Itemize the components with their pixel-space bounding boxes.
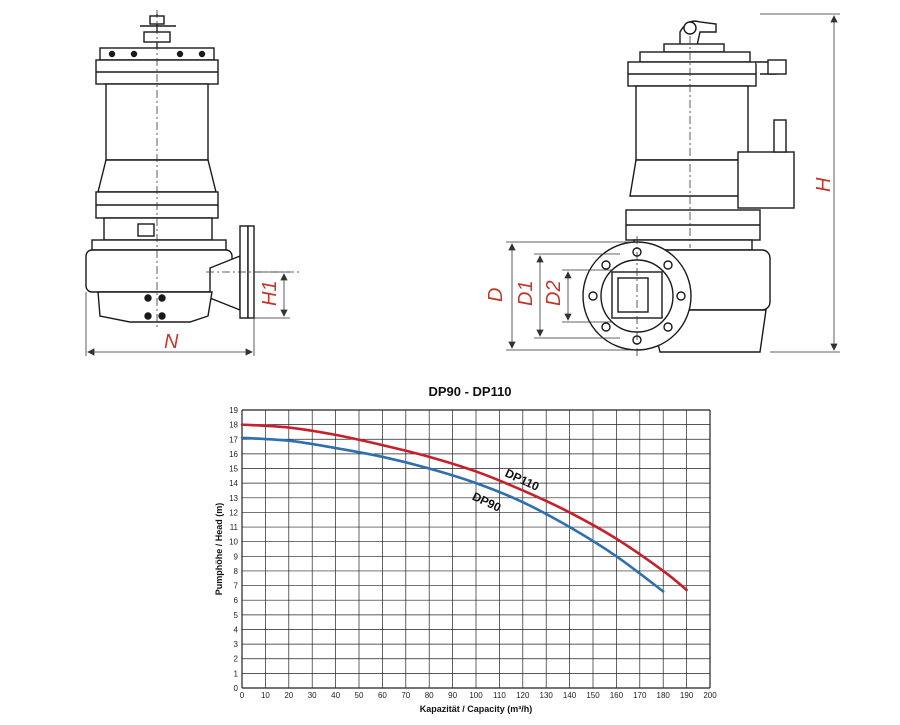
y-tick-label: 10 <box>229 538 238 547</box>
y-tick-label: 17 <box>229 435 238 444</box>
dim-label-n: N <box>164 331 179 353</box>
x-tick-label: 80 <box>425 691 434 700</box>
dimension-lines-right <box>506 13 840 353</box>
y-tick-label: 9 <box>234 552 239 561</box>
x-tick-label: 200 <box>703 691 717 700</box>
x-tick-label: 70 <box>401 691 410 700</box>
series-line-dp110 <box>240 423 688 592</box>
x-axis-label: Kapazität / Capacity (m³/h) <box>420 704 533 714</box>
y-tick-label: 2 <box>234 655 239 664</box>
x-tick-label: 150 <box>586 691 600 700</box>
pump-side-view <box>582 20 795 353</box>
dim-label-h: H <box>813 177 835 192</box>
y-tick-label: 1 <box>234 669 239 678</box>
x-tick-label: 120 <box>516 691 530 700</box>
x-tick-label: 110 <box>493 691 506 700</box>
x-tick-label: 140 <box>563 691 577 700</box>
series-label-dp90: DP90 <box>470 489 503 515</box>
x-tick-label: 50 <box>355 691 364 700</box>
x-tick-label: 170 <box>633 691 647 700</box>
y-tick-label: 16 <box>229 450 238 459</box>
y-tick-label: 5 <box>234 611 239 620</box>
dimension-lines-left <box>85 271 290 356</box>
y-tick-label: 13 <box>229 494 238 503</box>
x-tick-label: 40 <box>331 691 340 700</box>
x-tick-label: 180 <box>657 691 671 700</box>
series-line-dp90 <box>240 436 665 593</box>
chart-grid <box>241 409 711 689</box>
dim-label-h1: H1 <box>259 280 281 306</box>
x-tick-label: 100 <box>469 691 483 700</box>
x-tick-labels: 0 10 20 30 40 50 60 70 80 90 100 110 120 130 140 150 160… <box>240 691 717 700</box>
y-tick-label: 12 <box>229 508 238 517</box>
pump-drawing: N H1 <box>85 10 840 356</box>
y-tick-label: 4 <box>234 625 239 634</box>
y-tick-label: 7 <box>234 582 239 591</box>
dim-label-d: D <box>485 288 507 302</box>
x-tick-label: 20 <box>284 691 293 700</box>
y-tick-label: 15 <box>229 465 238 474</box>
y-tick-label: 19 <box>229 406 238 415</box>
x-tick-label: 190 <box>680 691 694 700</box>
y-tick-label: 3 <box>234 640 239 649</box>
x-tick-label: 160 <box>610 691 624 700</box>
y-tick-label: 14 <box>229 479 238 488</box>
y-tick-label: 0 <box>234 684 239 693</box>
chart-title: DP90 - DP110 <box>428 384 511 399</box>
y-tick-label: 8 <box>234 567 239 576</box>
y-tick-label: 6 <box>234 596 239 605</box>
y-axis-label: Pumphöhe / Head (m) <box>214 503 224 596</box>
y-tick-label: 11 <box>230 523 239 532</box>
x-tick-label: 60 <box>378 691 387 700</box>
x-tick-label: 130 <box>540 691 554 700</box>
y-tick-label: 18 <box>229 421 238 430</box>
dim-label-d1: D1 <box>515 280 537 306</box>
x-tick-label: 30 <box>308 691 317 700</box>
x-tick-label: 90 <box>448 691 457 700</box>
chart-series <box>240 423 688 593</box>
dim-label-d2: D2 <box>543 280 565 306</box>
x-tick-label: 0 <box>240 691 245 700</box>
x-tick-label: 10 <box>261 691 270 700</box>
